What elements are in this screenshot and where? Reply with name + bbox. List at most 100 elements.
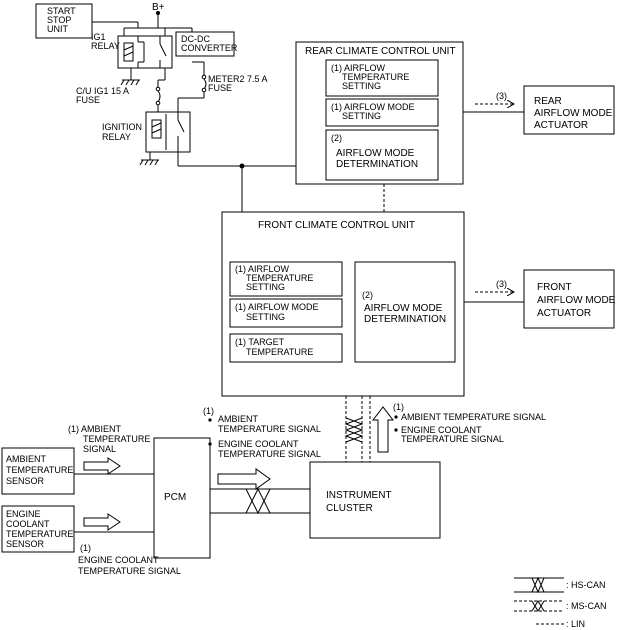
coolant-signal-line2: ENGINE COOLANT [78, 555, 159, 565]
pcm-label: PCM [164, 492, 186, 503]
coolant-sensor-line4: SENSOR [6, 539, 45, 549]
front-actuator-line2: AIRFLOW MODE [537, 295, 616, 306]
rear-airflow-mode-determination-box [325, 129, 439, 181]
cluster-signal-b1: ENGINE COOLANT [401, 425, 482, 435]
dcdc-label-1: DC-DC [181, 34, 210, 44]
cu-fuse-label-1: C/U IG1 15 A [76, 86, 129, 96]
rear-box1-line2: TEMPERATURE [342, 72, 409, 82]
ambient-signal-line2: TEMPERATURE [83, 434, 150, 444]
start-stop-unit-box [35, 3, 93, 39]
legend-ms-can-icon [514, 600, 564, 612]
rear-box2-line2: SETTING [342, 111, 381, 121]
legend-hs-can-icon [514, 576, 564, 594]
rear-airflow-mode-actuator [523, 85, 615, 135]
dcdc-converter-box [175, 31, 235, 57]
front-arrow-label: (3) [496, 279, 507, 289]
front-actuator-line3: ACTUATOR [537, 308, 591, 319]
front-box1-line1: (1) AIRFLOW [235, 264, 290, 274]
hs-can-bus [210, 487, 310, 515]
start-stop-label-2: STOP [47, 15, 71, 25]
cluster-label-2: CLUSTER [326, 503, 373, 514]
ambient-temperature-sensor [1, 447, 75, 495]
coolant-sensor-line2: COOLANT [6, 519, 50, 529]
cluster-label-1: INSTRUMENT [326, 490, 392, 501]
front-airflow-mode-determination-box [354, 261, 456, 363]
ign-relay-label-2: RELAY [102, 132, 131, 142]
front-airflow-mode-setting-box [229, 298, 343, 328]
start-stop-label-1: START [47, 6, 76, 16]
meter2-fuse-label-2: FUSE [208, 83, 232, 93]
rear-box2-line1: (1) AIRFLOW MODE [331, 102, 415, 112]
front-box2-line2: SETTING [246, 312, 285, 322]
front-box2-line1: (1) AIRFLOW MODE [235, 302, 319, 312]
rear-airflow-temp-setting-box [325, 59, 439, 97]
ambient-sensor-line3: SENSOR [6, 476, 45, 486]
instrument-cluster [309, 461, 441, 539]
front-airflow-mode-actuator [523, 269, 615, 329]
pcm-signal-b1: ENGINE COOLANT [218, 439, 299, 449]
legend-hs-can-label: : HS-CAN [566, 580, 606, 590]
cu-fuse-icon [155, 86, 161, 106]
front-airflow-temp-setting-box [229, 261, 343, 297]
front-target-temperature-box [229, 333, 343, 363]
start-stop-label-3: UNIT [47, 24, 68, 34]
coolant-signal-arrow-icon [83, 513, 121, 531]
pcm-to-cluster-arrow-icon [217, 468, 271, 490]
rear-box1-line3: SETTING [342, 81, 381, 91]
rear-actuator-line1: REAR [534, 96, 562, 107]
ign-relay-label-1: IGNITION [102, 122, 142, 132]
ambient-signal-line1: (1) AMBIENT [68, 424, 122, 434]
front-box4-line3: DETERMINATION [364, 314, 446, 325]
ms-can-bus [344, 396, 364, 462]
ambient-sensor-line2: TEMPERATURE [6, 465, 73, 475]
front-box4-line2: AIRFLOW MODE [364, 303, 443, 314]
rear-actuator-line2: AIRFLOW MODE [534, 108, 613, 119]
meter2-fuse-icon [201, 74, 207, 93]
ig1-relay-label-1: IG1 [91, 32, 106, 42]
ig1-relay-icon [117, 35, 173, 69]
cu-fuse-label-2: FUSE [76, 95, 100, 105]
bplus-label: B+ [152, 2, 165, 13]
coolant-sensor-line3: TEMPERATURE [6, 529, 73, 539]
power-circuit [92, 13, 296, 212]
front-box1-line2: TEMPERATURE [246, 273, 313, 283]
rear-box3-line3: DETERMINATION [336, 159, 418, 170]
front-unit-title: FRONT CLIMATE CONTROL UNIT [258, 220, 415, 231]
pcm-signal-a1: AMBIENT [218, 414, 259, 424]
pcm [153, 437, 211, 559]
ground-icon [139, 159, 159, 166]
legend-lin-label: : LIN [566, 619, 585, 629]
pcm-signal-num: (1) [203, 406, 214, 416]
coolant-signal-line3: TEMPERATURE SIGNAL [78, 566, 181, 576]
pcm-signal-b2: TEMPERATURE SIGNAL [218, 449, 321, 459]
front-actuator-line1: FRONT [537, 282, 571, 293]
cluster-signal-num: (1) [393, 402, 404, 412]
front-box3-line1: (1) TARGET [235, 337, 285, 347]
rear-box3-line2: AIRFLOW MODE [336, 148, 415, 159]
ground-icon [120, 79, 140, 86]
meter2-fuse-label-1: METER2 7.5 A [208, 74, 268, 84]
dcdc-label-2: CONVERTER [181, 43, 238, 53]
ignition-relay-icon [145, 111, 191, 153]
cluster-signal-b2: TEMPERATURE SIGNAL [401, 434, 504, 444]
coolant-signal-line1: (1) [80, 543, 91, 553]
rear-unit-title: REAR CLIMATE CONTROL UNIT [305, 46, 456, 57]
bplus-terminal [156, 11, 160, 15]
front-box3-line2: TEMPERATURE [246, 347, 313, 357]
rear-actuator-line3: ACTUATOR [534, 120, 588, 131]
engine-coolant-temperature-sensor [1, 505, 75, 553]
rear-arrow-label: (3) [496, 91, 507, 101]
junction-dot [239, 163, 245, 169]
ambient-sensor-line1: AMBIENT [6, 454, 47, 464]
legend-ms-can-label: : MS-CAN [566, 601, 607, 611]
rear-box3-line1: (2) [331, 133, 342, 143]
coolant-sensor-line1: ENGINE [6, 509, 41, 519]
front-box4-line1: (2) [362, 290, 373, 300]
ambient-signal-line3: SIGNAL [83, 444, 116, 454]
ambient-signal-arrow-icon [83, 457, 121, 475]
front-box1-line3: SETTING [246, 282, 285, 292]
ig1-relay-label-2: RELAY [91, 41, 120, 51]
rear-airflow-mode-setting-box [325, 98, 439, 127]
cluster-signal-a: AMBIENT TEMPERATURE SIGNAL [401, 412, 546, 422]
